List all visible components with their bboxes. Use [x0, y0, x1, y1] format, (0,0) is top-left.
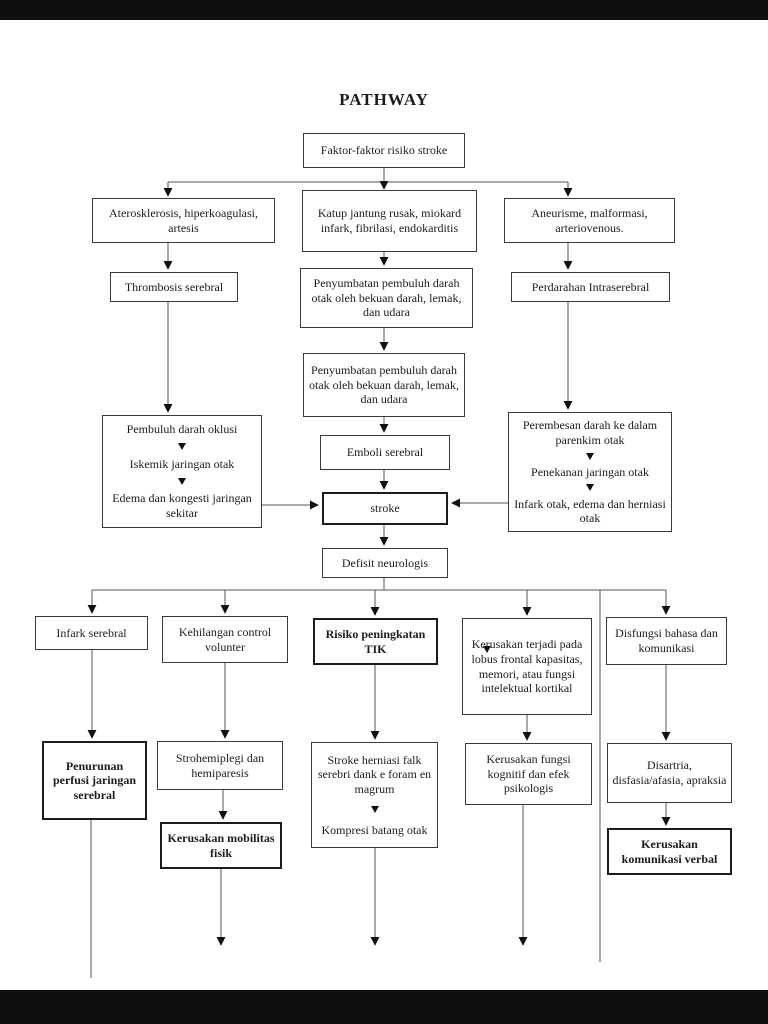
node-label: Aneurisme, malformasi, arteriovenous. — [531, 205, 648, 235]
node-risk-factors: Faktor-faktor risiko stroke — [303, 133, 465, 168]
node-kehilangan-control: Kehilangan control volunter — [162, 616, 288, 663]
node-label: Defisit neurologis — [341, 555, 429, 570]
node-label: Perdarahan Intraserebral — [531, 279, 650, 294]
node-infark-serebral: Infark serebral — [35, 616, 148, 650]
down-arrow-icon — [586, 452, 594, 460]
node-oklusi-sequence: Pembuluh darah oklusi Iskemik jaringan o… — [102, 415, 262, 528]
node-thrombosis: Thrombosis serebral — [110, 272, 238, 302]
node-label: Aterosklerosis, hiperkoagulasi, artesis — [109, 205, 258, 235]
node-label: Disartria, disfasia/afasia, apraksia — [612, 758, 727, 787]
node-label: Kerusakan mobilitas fisik — [167, 830, 275, 860]
top-letterbox-bar — [0, 0, 768, 20]
node-katup-jantung: Katup jantung rusak, miokard infark, fib… — [302, 190, 477, 252]
node-label: Kerusakan komunikasi verbal — [621, 836, 718, 866]
node-label: Penekanan jaringan otak — [531, 464, 649, 479]
node-emboli: Emboli serebral — [320, 435, 450, 470]
node-label: Risiko peningkatan TIK — [325, 626, 426, 656]
node-aneurisme: Aneurisme, malformasi, arteriovenous. — [504, 198, 675, 243]
node-penurunan-perfusi: Penurunan perfusi jaringan serebral — [42, 741, 147, 820]
down-arrow-icon — [483, 646, 491, 653]
down-arrow-icon — [370, 806, 379, 814]
node-perdarahan: Perdarahan Intraserebral — [511, 272, 670, 302]
node-label: Penyumbatan pembuluh darah otak oleh bek… — [309, 363, 459, 407]
node-label: Perembesan darah ke dalam parenkim otak — [522, 418, 658, 447]
down-arrow-icon — [586, 484, 594, 492]
node-label: Pembuluh darah oklusi — [126, 422, 238, 437]
node-label: Emboli serebral — [346, 445, 424, 460]
node-disfungsi-bahasa: Disfungsi bahasa dan komunikasi — [606, 617, 727, 665]
down-arrow-icon — [178, 477, 186, 485]
node-defisit-neurologis: Defisit neurologis — [322, 548, 448, 578]
node-label: Kerusakan fungsi kognitif dan efek psiko… — [486, 752, 571, 796]
node-penyumbatan-1: Penyumbatan pembuluh darah otak oleh bek… — [300, 268, 473, 328]
node-label: Edema dan kongesti jaringan sekitar — [112, 491, 252, 520]
node-label: stroke — [370, 501, 400, 516]
node-risiko-tik: Risiko peningkatan TIK — [313, 618, 438, 665]
node-label: Thrombosis serebral — [124, 279, 224, 294]
node-disartria: Disartria, disfasia/afasia, apraksia — [607, 743, 732, 803]
node-label: Infark serebral — [56, 625, 127, 640]
node-label: Kompresi batang otak — [321, 822, 428, 837]
node-label: Strohemiplegi dan hemiparesis — [175, 750, 265, 780]
node-label: Stroke herniasi falk serebri dank e fora… — [317, 752, 432, 796]
node-label: Disfungsi bahasa dan komunikasi — [615, 626, 718, 655]
node-strohemiplegi: Strohemiplegi dan hemiparesis — [157, 741, 283, 790]
node-label: Penyumbatan pembuluh darah otak oleh bek… — [311, 276, 462, 320]
node-label: Kerusakan terjadi pada lobus frontal kap… — [471, 637, 583, 696]
node-perembesan-sequence: Perembesan darah ke dalam parenkim otak … — [508, 412, 672, 532]
node-kerusakan-kognitif: Kerusakan fungsi kognitif dan efek psiko… — [465, 743, 592, 805]
node-stroke: stroke — [322, 492, 448, 525]
node-label: Infark otak, edema dan herniasi otak — [514, 496, 666, 526]
node-label: Kehilangan control volunter — [178, 624, 272, 654]
node-label: Faktor-faktor risiko stroke — [320, 143, 448, 158]
page-title: PATHWAY — [339, 90, 429, 109]
node-kerusakan-mobilitas: Kerusakan mobilitas fisik — [160, 822, 282, 869]
node-label: Iskemik jaringan otak — [129, 456, 235, 471]
node-aterosklerosis: Aterosklerosis, hiperkoagulasi, artesis — [92, 198, 275, 243]
down-arrow-icon — [178, 443, 186, 451]
node-label: Penurunan perfusi jaringan serebral — [52, 758, 136, 802]
node-penyumbatan-2: Penyumbatan pembuluh darah otak oleh bek… — [303, 353, 465, 417]
bottom-letterbox-bar — [0, 990, 768, 1024]
node-kerusakan-lobus: Kerusakan terjadi pada lobus frontal kap… — [462, 618, 592, 715]
node-label: Katup jantung rusak, miokard infark, fib… — [317, 206, 462, 235]
node-kerusakan-verbal: Kerusakan komunikasi verbal — [607, 828, 732, 875]
node-herniasi-sequence: Stroke herniasi falk serebri dank e fora… — [311, 742, 438, 848]
